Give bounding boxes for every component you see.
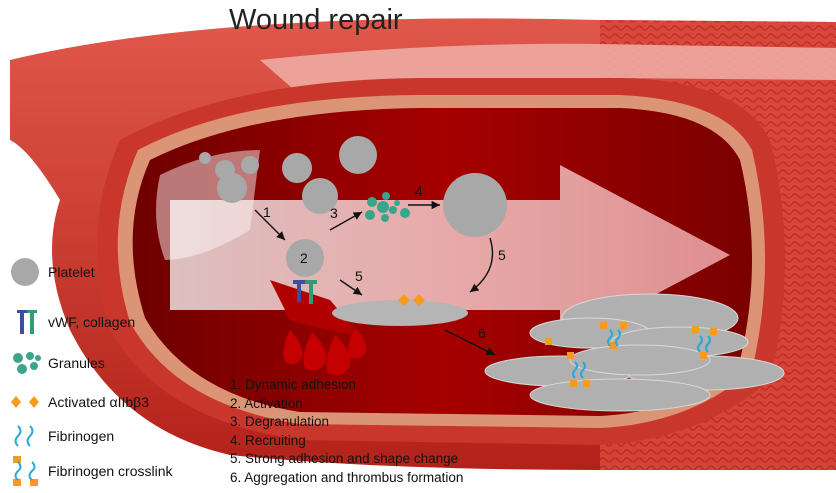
legend-label: Platelet xyxy=(48,264,95,280)
step-item: 4. Recruiting xyxy=(230,432,463,451)
legend-label: Activated αIIbβ3 xyxy=(48,394,149,410)
step-number: 1 xyxy=(263,204,271,220)
step-number: 6 xyxy=(478,325,486,341)
granules-icon xyxy=(8,350,42,376)
step-item: 2. Activation xyxy=(230,395,463,414)
platelet xyxy=(339,136,377,174)
legend-item-fibrinogen-crosslink: Fibrinogen crosslink xyxy=(8,455,173,487)
step-item: 6. Aggregation and thrombus formation xyxy=(230,469,463,488)
legend-label: Granules xyxy=(48,355,105,371)
step-number: 5 xyxy=(498,247,506,263)
legend-label: Fibrinogen crosslink xyxy=(48,463,173,479)
step-number: 4 xyxy=(415,183,423,199)
platelet xyxy=(443,173,507,237)
step-number: 3 xyxy=(330,205,338,221)
step-number: 5 xyxy=(355,268,363,284)
step-number: 2 xyxy=(300,250,308,266)
integrin-icon xyxy=(8,392,42,412)
legend-label: vWF, collagen xyxy=(48,314,135,330)
step-item: 5. Strong adhesion and shape change xyxy=(230,450,463,469)
step-item: 3. Degranulation xyxy=(230,413,463,432)
steps-list: 1. Dynamic adhesion 2. Activation 3. Deg… xyxy=(230,376,463,487)
adhered-platelet xyxy=(332,300,468,326)
platelet xyxy=(217,173,247,203)
platelet xyxy=(199,152,211,164)
fibrinogen-icon xyxy=(8,424,42,448)
vwf-collagen-icon xyxy=(8,308,42,336)
legend-item-platelet: Platelet xyxy=(8,257,95,287)
fibrinogen-crosslink-icon xyxy=(8,455,42,487)
legend-item-granules: Granules xyxy=(8,350,105,376)
legend-item-fibrinogen: Fibrinogen xyxy=(8,424,114,448)
platelet xyxy=(282,153,312,183)
legend-label: Fibrinogen xyxy=(48,428,114,444)
diagram-title: Wound repair xyxy=(229,4,403,37)
legend-item-integrin: Activated αIIbβ3 xyxy=(8,392,149,412)
step-item: 1. Dynamic adhesion xyxy=(230,376,463,395)
platelet-icon xyxy=(8,257,42,287)
legend-item-vwf-collagen: vWF, collagen xyxy=(8,308,135,336)
platelet xyxy=(241,156,259,174)
